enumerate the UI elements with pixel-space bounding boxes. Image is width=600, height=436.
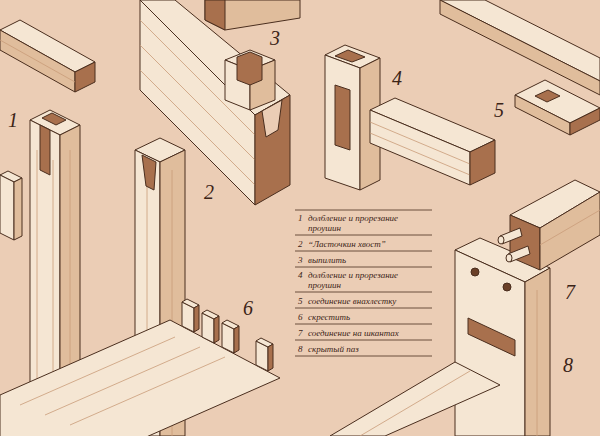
list-rules-part	[295, 235, 432, 236]
list-rules-part	[295, 340, 432, 341]
lap-joint-figure	[440, 0, 600, 135]
sawn-notch-figure	[205, 0, 300, 110]
sawn-notch-figure-part	[205, 0, 300, 30]
dovetail-joint-figure-part	[140, 0, 255, 205]
mortise-joint-figure-part	[0, 40, 75, 82]
dowel-joint-figure	[498, 180, 600, 270]
joint-name: долбление и прорезание проушин	[308, 213, 426, 233]
slot-mortise-figure-part	[335, 50, 365, 62]
callout-number: 1	[8, 110, 18, 130]
dovetail-joint-figure-part	[142, 155, 156, 190]
joint-name: долбление и прорезание проушин	[308, 270, 426, 290]
hidden-groove-figure-part	[360, 371, 470, 436]
callout-number: 5	[494, 100, 504, 120]
cross-joint-figure-part	[20, 337, 175, 405]
joint-name: “Ласточкин хвост”	[308, 239, 426, 249]
list-rules-part	[295, 292, 432, 293]
list-rules	[295, 210, 432, 356]
list-number: 5	[298, 296, 303, 306]
cross-joint-figure-part	[268, 344, 273, 371]
callout-number: 6	[243, 298, 253, 318]
list-rules-part	[295, 356, 432, 357]
list-number: 3	[298, 255, 303, 265]
slot-mortise-figure-part	[370, 133, 470, 175]
hidden-groove-figure-part	[455, 250, 525, 436]
joint-name: выпилить	[308, 255, 426, 265]
cross-joint-figure-part	[0, 320, 280, 436]
callout-number: 3	[270, 28, 280, 48]
mortise-joint-figure-part	[40, 125, 50, 175]
mortise-joint-figure-part	[0, 30, 75, 92]
sawn-notch-figure-part	[237, 52, 262, 85]
callout-number: 7	[565, 282, 575, 302]
sawn-notch-figure-part	[205, 0, 225, 30]
list-number: 2	[298, 239, 303, 249]
joint-name: скрытый паз	[308, 344, 426, 354]
mortise-joint-figure-part	[75, 62, 95, 92]
list-rules-part	[295, 267, 432, 268]
lap-joint-figure-part	[570, 108, 600, 135]
slot-mortise-figure-part	[335, 85, 350, 150]
cross-joint-figure-part	[70, 357, 225, 425]
hidden-groove-figure-part	[468, 318, 515, 356]
mortise-joint-figure-part	[42, 113, 66, 125]
dowel-joint-figure-part	[498, 236, 504, 244]
joint-name: скрестить	[308, 312, 426, 322]
list-rules-part	[295, 251, 432, 252]
list-number: 4	[298, 270, 303, 280]
joint-name: соединение внахлестку	[308, 296, 426, 306]
cross-joint-figure-part	[234, 326, 239, 353]
hidden-groove-figure-part	[537, 290, 538, 436]
cross-joint-figure-part	[214, 316, 219, 343]
list-rules-part	[295, 210, 432, 211]
cross-joint-figure-part	[194, 305, 199, 332]
cross-joint-figure	[0, 299, 280, 436]
callout-number: 4	[392, 68, 402, 88]
dovetail-joint-figure-part	[262, 100, 282, 137]
lap-joint-figure-part	[440, 0, 600, 95]
slot-mortise-figure-part	[370, 110, 470, 185]
dowel-joint-figure-part	[506, 254, 512, 262]
list-number: 1	[298, 213, 303, 223]
hidden-groove-figure-part	[503, 283, 511, 291]
hidden-groove-figure-part	[525, 268, 550, 436]
slot-mortise-figure-part	[470, 140, 495, 185]
mortise-joint-figure-part	[0, 175, 14, 240]
hidden-groove-figure-part	[471, 268, 479, 276]
lap-joint-figure-part	[515, 95, 570, 135]
dowel-joint-figure-part	[510, 215, 540, 270]
list-number: 8	[298, 344, 303, 354]
slot-mortise-figure	[325, 45, 495, 190]
dovetail-joint-figure-part	[255, 95, 290, 205]
callout-number: 8	[563, 355, 573, 375]
list-number: 7	[298, 328, 303, 338]
cross-joint-figure-part	[45, 347, 200, 415]
hidden-groove-figure-part	[330, 362, 500, 436]
list-rules-part	[295, 324, 432, 325]
joint-name: соединение на шкантах	[308, 328, 426, 338]
dowel-joint-figure-part	[540, 210, 600, 245]
dowel-joint-figure-part	[540, 192, 600, 270]
lap-joint-figure-part	[535, 90, 560, 102]
list-rules-part	[295, 308, 432, 309]
slot-mortise-figure-part	[325, 55, 360, 190]
list-number: 6	[298, 312, 303, 322]
callout-number: 2	[204, 182, 214, 202]
mortise-joint-figure-part	[14, 178, 22, 240]
slot-mortise-figure-part	[370, 122, 470, 164]
